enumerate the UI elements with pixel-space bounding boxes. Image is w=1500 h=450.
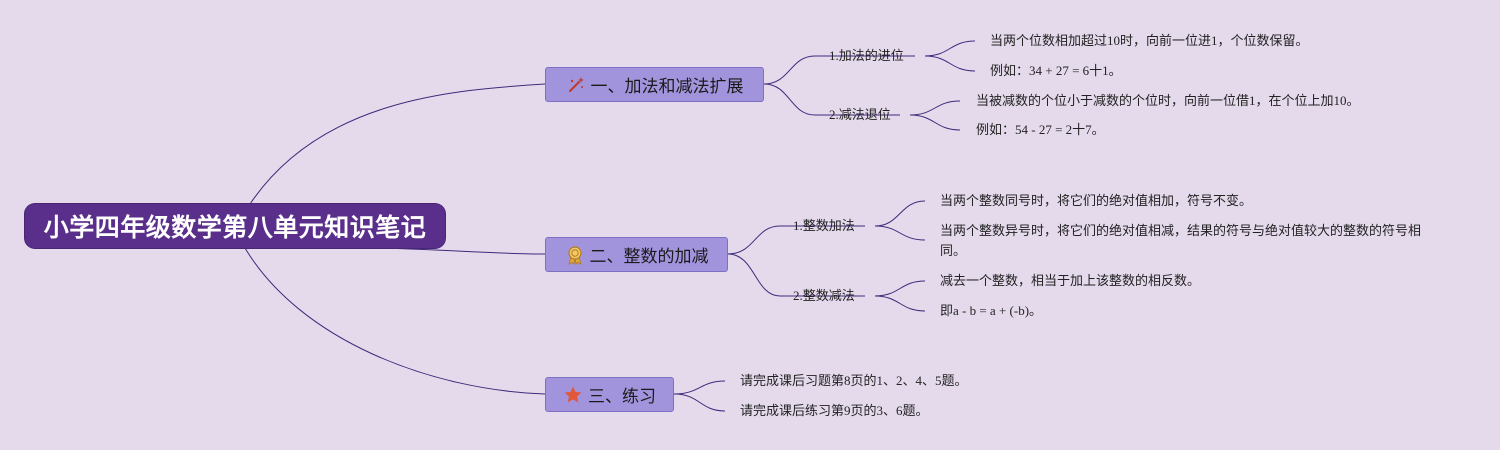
link-s2-t2 xyxy=(727,253,865,297)
star-icon xyxy=(564,386,582,402)
note-1-2-1[interactable]: 当被减数的个位小于减数的个位时，向前一位借1，在个位上加10。 xyxy=(976,93,1360,108)
link-s2t2-n1 xyxy=(874,280,926,297)
link-s2-t1 xyxy=(727,225,865,255)
link-s1-t2 xyxy=(763,83,900,116)
note-1-1-2[interactable]: 例如：34 + 27 = 6十1。 xyxy=(990,63,1122,78)
note-2-2-1[interactable]: 减去一个整数，相当于加上该整数的相反数。 xyxy=(940,273,1201,288)
root-node[interactable]: 小学四年级数学第八单元知识笔记 xyxy=(25,204,445,248)
topic-2-1[interactable]: 1.整数加法 xyxy=(793,218,855,233)
note-2-1-1[interactable]: 当两个整数同号时，将它们的绝对值相加，符号不变。 xyxy=(940,193,1253,208)
link-s1t2-n1 xyxy=(909,100,961,116)
section-node-1[interactable]: 一、加法和减法扩展 xyxy=(545,67,764,102)
topic-1-2[interactable]: 2.减法退位 xyxy=(829,107,891,122)
note-3-1[interactable]: 请完成课后习题第8页的1、2、4、5题。 xyxy=(740,373,968,388)
section-node-3[interactable]: 三、练习 xyxy=(545,377,674,412)
magic-wand-icon xyxy=(568,76,584,92)
note-1-2-2[interactable]: 例如：54 - 27 = 2十7。 xyxy=(976,122,1105,137)
link-s1t1-n2 xyxy=(924,55,976,72)
root-title: 小学四年级数学第八单元知识笔记 xyxy=(43,214,427,242)
section-node-2[interactable]: 二、整数的加减 xyxy=(545,237,728,272)
link-s2t2-n2 xyxy=(874,295,926,312)
link-s1t2-n2 xyxy=(909,114,961,131)
link-s1t1-n1 xyxy=(924,40,976,57)
note-3-2[interactable]: 请完成课后练习第9页的3、6题。 xyxy=(740,403,929,418)
link-s3-n1 xyxy=(673,380,726,395)
topic-1-1[interactable]: 1.加法的进位 xyxy=(829,48,904,63)
link-root-section-3 xyxy=(244,247,546,395)
link-s3-n2 xyxy=(673,393,726,412)
link-s2t1-n2 xyxy=(874,225,926,241)
note-1-1-1[interactable]: 当两个位数相加超过10时，向前一位进1，个位数保留。 xyxy=(990,33,1309,48)
link-s2t1-n1 xyxy=(874,200,926,227)
link-root-section-1 xyxy=(249,83,546,205)
award-medal-icon xyxy=(567,245,582,265)
note-2-2-2[interactable]: 即a - b = a + (-b)。 xyxy=(940,303,1043,318)
link-root-section-2 xyxy=(379,247,546,255)
section-title-2: 二、整数的加减 xyxy=(589,247,709,266)
section-title-3: 三、练习 xyxy=(588,387,656,406)
section-title-1: 一、加法和减法扩展 xyxy=(590,77,744,96)
topic-2-2[interactable]: 2.整数减法 xyxy=(793,288,855,303)
link-s1-t1 xyxy=(763,55,915,85)
note-2-1-2[interactable]: 当两个整数异号时，将它们的绝对值相减，结果的符号与绝对值较大的整数的符号相同。 xyxy=(940,223,1422,258)
